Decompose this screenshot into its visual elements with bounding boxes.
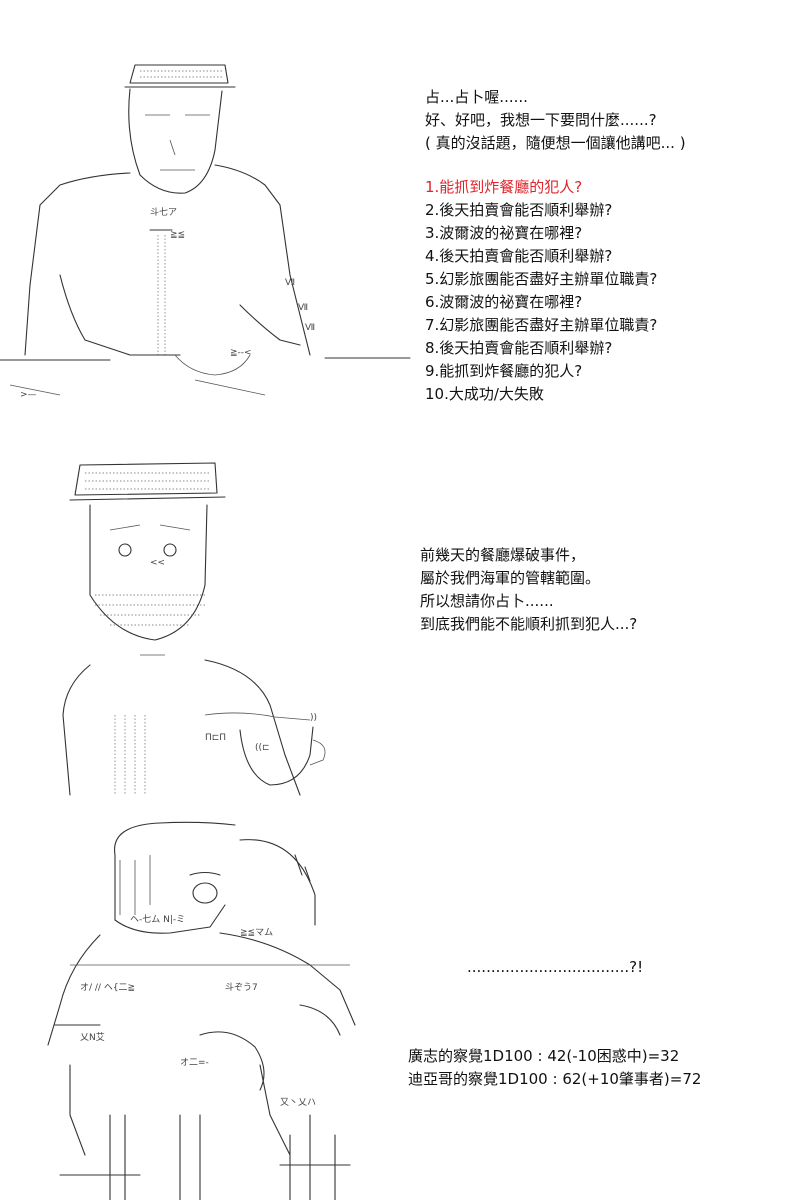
- panel-1-dialogue: 占...占卜喔...... 好、好吧，我想一下要問什麼......? ( 真的沒…: [425, 86, 686, 155]
- svg-text:オ/ // ヘ{二≧: オ/ // ヘ{二≧: [80, 982, 135, 993]
- dialogue-line: 屬於我們海軍的管轄範圍。: [420, 569, 601, 587]
- svg-text:Ⅶ: Ⅶ: [285, 278, 295, 288]
- choice-item-10: 10.大成功/大失敗: [425, 385, 544, 403]
- startled-character-drawing: ヘ-七ム N|-ミ ≧≦マム オ/ // ヘ{二≧ 斗ぞう7 乂N艾 オ二=- …: [47, 821, 356, 1200]
- svg-text:((⊏: ((⊏: [255, 743, 270, 753]
- svg-text:≧≦マム: ≧≦マム: [240, 927, 273, 938]
- svg-text:Ⅶ: Ⅶ: [298, 303, 308, 313]
- choice-item-2: 2.後天拍賣會能否順利舉辦?: [425, 201, 613, 219]
- choice-item-9: 9.能抓到炸餐廳的犯人?: [425, 362, 583, 380]
- svg-text:Π⊏Π: Π⊏Π: [205, 733, 226, 743]
- marine-officer-illustration: << Π⊏Π ((⊏ )): [55, 455, 355, 805]
- dice-rolls: 廣志的察覺1D100 : 42(-10困惑中)=32 迪亞哥的察覺1D100 :…: [408, 1045, 701, 1091]
- dialogue-line: 到底我們能不能順利抓到犯人...?: [420, 615, 638, 633]
- roll-line-1: 廣志的察覺1D100 : 42(-10困惑中)=32: [408, 1047, 680, 1065]
- svg-text:又丶乂ハ: 又丶乂ハ: [280, 1097, 316, 1108]
- roll-line-2: 迪亞哥的察覺1D100 : 62(+10肇事者)=72: [408, 1070, 702, 1088]
- seated-man-drawing: 斗七ア ≧≦ ≧--< Ⅶ Ⅶ Ⅶ >—: [0, 64, 411, 400]
- choice-item-7: 7.幻影旅團能否盡好主辦單位職責?: [425, 316, 658, 334]
- dialogue-line: 前幾天的餐廳爆破事件，: [420, 546, 586, 564]
- svg-text:≧≦: ≧≦: [170, 230, 185, 240]
- panel-2: << Π⊏Π ((⊏ )) 前幾天的餐廳爆破事件， 屬於我們海軍的管轄範圍。 所…: [0, 430, 800, 810]
- choice-item-4: 4.後天拍賣會能否順利舉辦?: [425, 247, 613, 265]
- svg-text:斗七ア: 斗七ア: [150, 207, 177, 218]
- dialogue-line: 所以想請你占卜......: [420, 592, 554, 610]
- svg-text:乂N艾: 乂N艾: [80, 1032, 105, 1043]
- svg-text:ヘ-七ム N|-ミ: ヘ-七ム N|-ミ: [130, 914, 185, 925]
- startled-character-illustration: ヘ-七ム N|-ミ ≧≦マム オ/ // ヘ{二≧ 斗ぞう7 乂N艾 オ二=- …: [40, 815, 370, 1200]
- dialogue-line: 占...占卜喔......: [425, 88, 528, 106]
- svg-text:≧--<: ≧--<: [230, 348, 252, 358]
- svg-text:>—: >—: [20, 390, 37, 400]
- choice-item-8: 8.後天拍賣會能否順利舉辦?: [425, 339, 613, 357]
- svg-text:斗ぞう7: 斗ぞう7: [225, 982, 258, 993]
- choice-list: 1.能抓到炸餐廳的犯人? 2.後天拍賣會能否順利舉辦? 3.波爾波的祕寶在哪裡?…: [425, 176, 657, 406]
- choice-item-3: 3.波爾波的祕寶在哪裡?: [425, 224, 583, 242]
- choice-item-6: 6.波爾波的祕寶在哪裡?: [425, 293, 583, 311]
- svg-text:Ⅶ: Ⅶ: [305, 323, 315, 333]
- choice-item-5: 5.幻影旅團能否盡好主辦單位職責?: [425, 270, 658, 288]
- seated-man-illustration: 斗七ア ≧≦ ≧--< Ⅶ Ⅶ Ⅶ >—: [0, 55, 420, 405]
- svg-text:<<: <<: [150, 558, 165, 568]
- dialogue-line: ( 真的沒話題，隨便想一個讓他講吧... ): [425, 134, 686, 152]
- dialogue-line: 好、好吧，我想一下要問什麼......?: [425, 111, 657, 129]
- exclamation: ..................................?!: [467, 956, 643, 979]
- panel-1: 斗七ア ≧≦ ≧--< Ⅶ Ⅶ Ⅶ >— 占...占卜喔...... 好、好吧，…: [0, 0, 800, 430]
- panel-3: ヘ-七ム N|-ミ ≧≦マム オ/ // ヘ{二≧ 斗ぞう7 乂N艾 オ二=- …: [0, 810, 800, 1200]
- svg-text:オ二=-: オ二=-: [180, 1057, 209, 1068]
- panel-2-dialogue: 前幾天的餐廳爆破事件， 屬於我們海軍的管轄範圍。 所以想請你占卜...... 到…: [420, 544, 637, 636]
- choice-item-1: 1.能抓到炸餐廳的犯人?: [425, 178, 583, 196]
- svg-text:)): )): [310, 713, 317, 723]
- exclaim-line: ..................................?!: [467, 958, 644, 976]
- marine-officer-drawing: << Π⊏Π ((⊏ )): [62, 462, 326, 796]
